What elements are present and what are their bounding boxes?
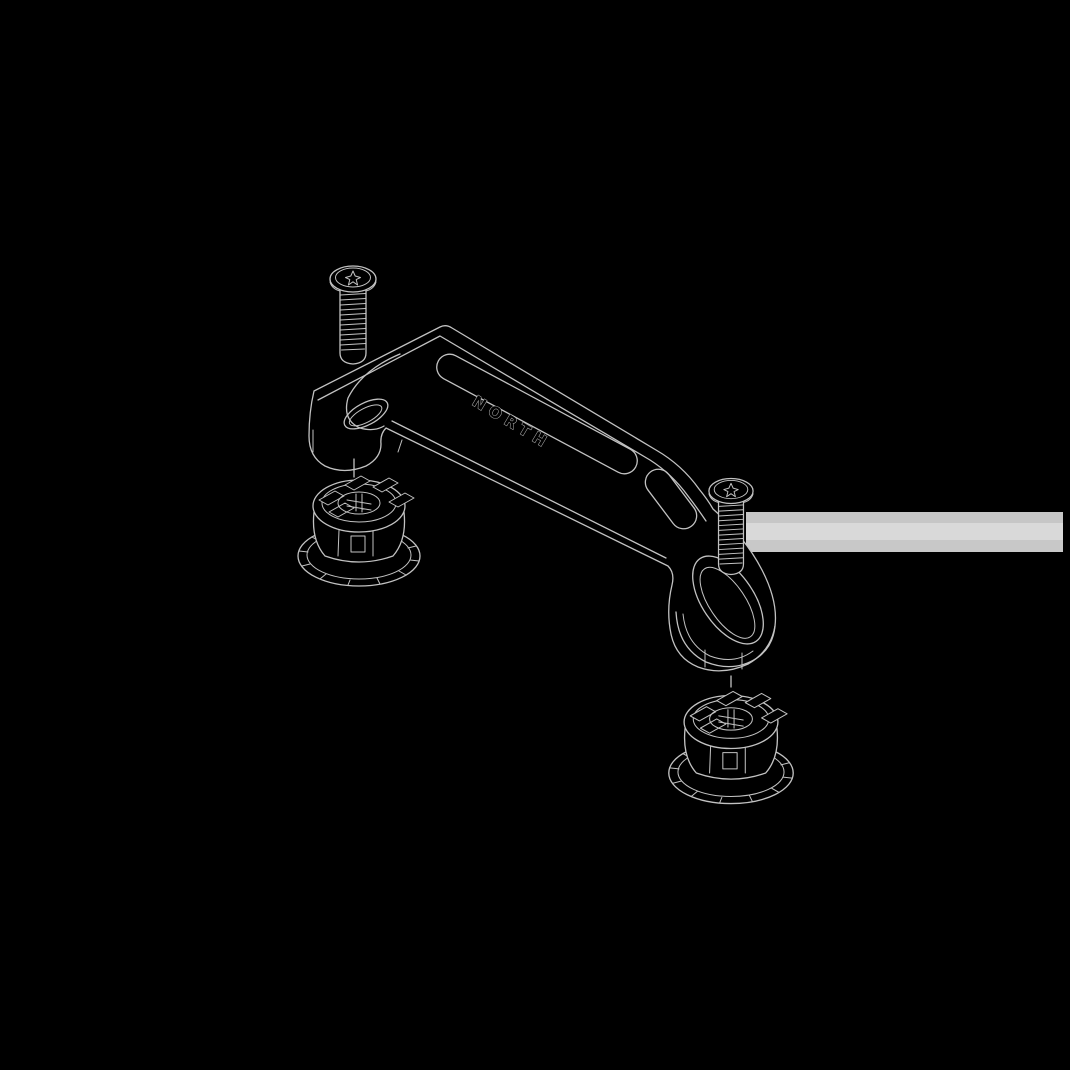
thumb-nut-left (297, 475, 421, 587)
machine-screw-top-left (329, 265, 377, 365)
band-stripe-bottom (746, 540, 1063, 552)
phillips-cross-icon (723, 482, 739, 498)
bar-slot-right (644, 468, 698, 530)
bar-recess (436, 353, 638, 475)
thumb-nut-bottom-right (668, 690, 794, 805)
band-stripe-top (746, 512, 1063, 523)
left-boss-slot (343, 398, 389, 430)
phillips-cross-icon (345, 270, 361, 286)
band-stripe-middle (746, 523, 1063, 540)
right-boss-opening (692, 555, 764, 645)
selection-highlight-band (746, 512, 1063, 552)
machine-screw-right (708, 477, 754, 576)
handle-bracket: NORTH (308, 325, 777, 672)
